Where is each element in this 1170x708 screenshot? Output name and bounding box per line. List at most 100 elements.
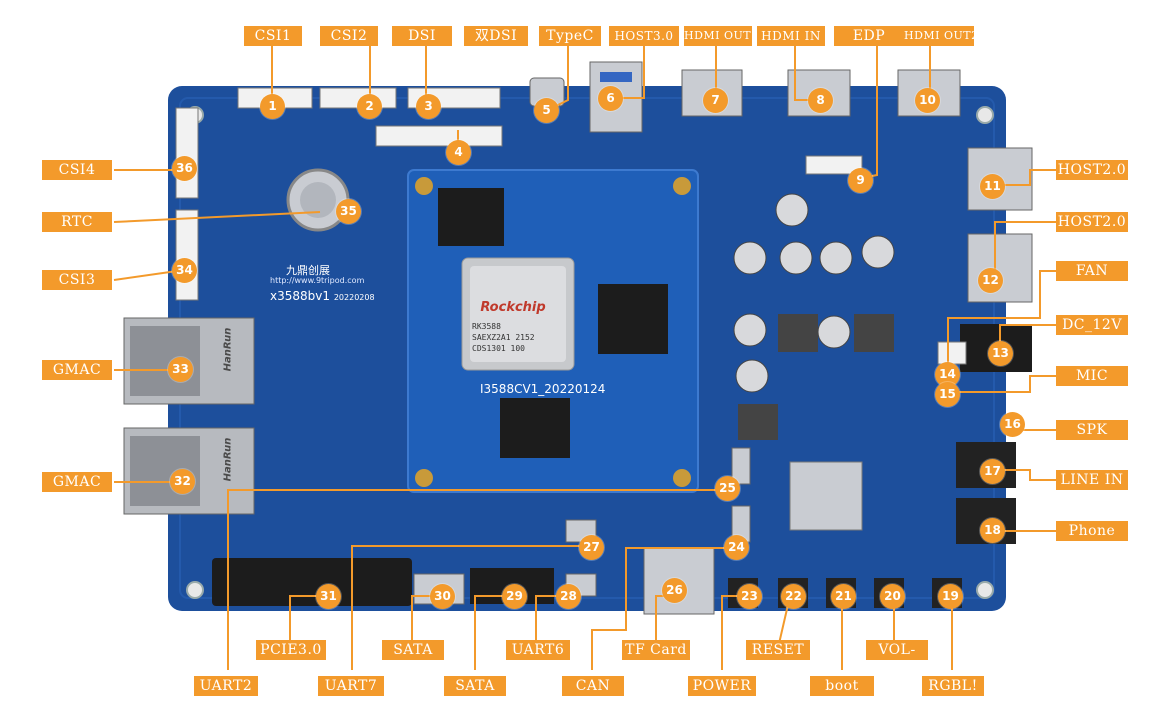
callout-31: 31 [316,584,341,609]
som-label: I3588CV1_20220124 [480,382,606,396]
label-uart6: UART6 [506,640,570,660]
silk-model: x3588bv1 20220208 [270,289,375,303]
callout-30: 30 [430,584,455,609]
label-fan: FAN [1056,261,1128,281]
mounting-hole [976,581,994,599]
silk-brand: 九鼎创展 [286,264,330,277]
callout-21: 21 [831,584,856,609]
callout-18: 18 [980,518,1005,543]
label-vol-minus: VOL- [866,640,928,660]
callout-11: 11 [980,174,1005,199]
callout-16: 16 [1000,412,1025,437]
callout-35: 35 [336,199,361,224]
callout-17: 17 [980,459,1005,484]
label-boot: boot [810,676,874,696]
callout-25: 25 [715,476,740,501]
inductor [854,314,894,352]
soc-marking-3: CDS1301 100 [472,344,525,353]
edp-connector [805,155,863,175]
ram-chip [598,284,668,354]
wifi-module [789,461,863,531]
callout-27: 27 [579,535,604,560]
callout-33: 33 [168,357,193,382]
callout-4: 4 [446,140,471,165]
callout-8: 8 [808,88,833,113]
label-host20-b: HOST2.0 [1056,212,1128,232]
silk-url: http://www.9tripod.com [270,276,365,285]
soc-marking-1: RK3588 [472,322,501,331]
label-mic: MIC [1056,366,1128,386]
callout-36: 36 [172,156,197,181]
rj45-brand-bottom: HanRun [222,437,234,482]
label-dsi: DSI [392,26,452,46]
label-phone: Phone [1056,521,1128,541]
callout-5: 5 [534,98,559,123]
label-tf-card: TF Card [622,640,690,660]
label-pcie: PCIE3.0 [256,640,326,660]
csi3-connector [175,209,199,301]
callout-14: 14 [935,362,960,387]
soc-marking-2: SAEXZ2A1 2152 [472,333,535,342]
mounting-hole [186,581,204,599]
callout-2: 2 [357,94,382,119]
callout-15: 15 [935,382,960,407]
label-typec: TypeC [539,26,601,46]
callout-22: 22 [781,584,806,609]
label-csi4: CSI4 [42,160,112,180]
callout-34: 34 [172,258,197,283]
label-uart7: UART7 [318,676,384,696]
label-sata-a: SATA [382,640,444,660]
soc-brand: Rockchip [480,300,546,315]
label-csi2: CSI2 [320,26,378,46]
label-edp: EDP [834,26,904,46]
label-host20-a: HOST2.0 [1056,160,1128,180]
callout-1: 1 [260,94,285,119]
callout-29: 29 [502,584,527,609]
callout-7: 7 [703,88,728,113]
label-uart2: UART2 [194,676,258,696]
label-reset: RESET [746,640,810,660]
mounting-hole [976,106,994,124]
callout-19: 19 [938,584,963,609]
label-csi1: CSI1 [244,26,302,46]
label-hdmi-in: HDMI IN [757,26,825,46]
pcie-slot [212,558,412,606]
label-hdmi-out2: HDMI OUT2 [904,26,978,46]
label-spk: SPK [1056,420,1128,440]
callout-28: 28 [556,584,581,609]
label-host30: HOST3.0 [609,26,679,46]
label-rtc: RTC [42,212,112,232]
callout-10: 10 [915,88,940,113]
label-csi3: CSI3 [42,270,112,290]
label-dc12v: DC_12V [1056,315,1128,335]
callout-26: 26 [662,578,687,603]
label-can: CAN [562,676,624,696]
callout-9: 9 [848,168,873,193]
label-dual-dsi: 双DSI [464,26,528,46]
uart2-header [731,447,751,485]
callout-13: 13 [988,341,1013,366]
callout-20: 20 [880,584,905,609]
label-hdmi-out1: HDMI OUT1 [684,26,758,46]
emmc-chip [500,398,570,458]
label-gmac-bottom: GMAC [42,472,112,492]
rj45-brand-top: HanRun [222,327,234,372]
callout-6: 6 [598,86,623,111]
label-power: POWER [688,676,756,696]
label-line-in: LINE IN [1056,470,1128,490]
inductor [778,314,818,352]
label-gmac-top: GMAC [42,360,112,380]
callout-24: 24 [724,535,749,560]
callout-3: 3 [416,94,441,119]
dual-dsi-connector [375,125,503,147]
callout-23: 23 [737,584,762,609]
label-recovery: RGBL! [922,676,984,696]
callout-12: 12 [978,268,1003,293]
usb2-port-b [967,233,1033,303]
csi4-connector [175,107,199,199]
label-sata-b: SATA [444,676,506,696]
inductor [738,404,778,440]
callout-32: 32 [170,469,195,494]
pmic-chip [438,188,504,246]
